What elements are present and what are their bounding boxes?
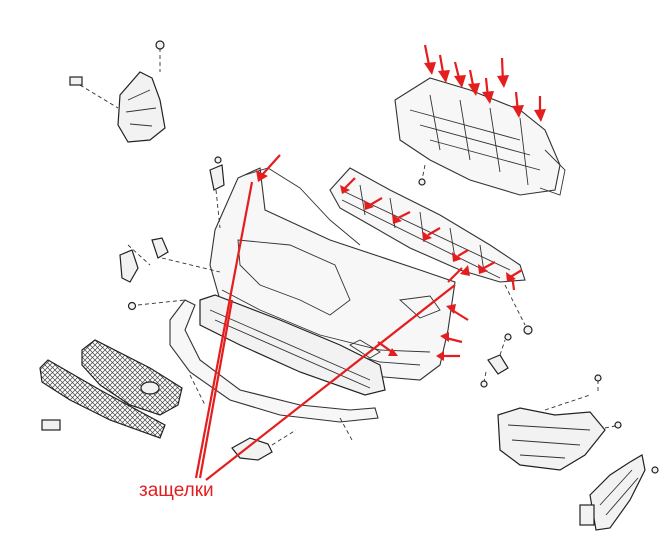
bumper-absorber xyxy=(199,294,386,396)
lower-grille xyxy=(39,359,166,439)
clip-arrow-1 xyxy=(423,44,436,75)
emblem-icon xyxy=(41,419,61,431)
clip-arrow-7 xyxy=(512,91,524,118)
upper-radiator-support xyxy=(394,77,566,196)
lower-right-bracket xyxy=(497,394,622,471)
clip-arrow-5 xyxy=(482,77,494,104)
arrows-bumper-side xyxy=(256,154,470,361)
lower-absorber-panel xyxy=(329,167,533,335)
clip-arrow-2 xyxy=(438,54,450,83)
clip-arrow-4 xyxy=(468,69,480,96)
bolt-icon xyxy=(69,76,83,86)
clip-arrow-3 xyxy=(453,61,466,88)
left-side-clips xyxy=(119,156,225,311)
clip-arrow-8 xyxy=(534,96,546,122)
arrows-panel-clips xyxy=(340,177,523,291)
fog-lamp-cover xyxy=(231,429,297,461)
callout-lines xyxy=(194,181,456,481)
side-mounting-bracket xyxy=(579,454,659,531)
clip-arrow-6 xyxy=(497,57,509,88)
latches-label: защелки xyxy=(139,480,214,501)
upper-grille xyxy=(81,339,183,416)
lower-lip-spoiler xyxy=(169,299,379,441)
right-middle-bolts xyxy=(480,333,602,392)
upper-left-bracket xyxy=(69,40,166,143)
arrows-support-clips xyxy=(423,44,546,122)
